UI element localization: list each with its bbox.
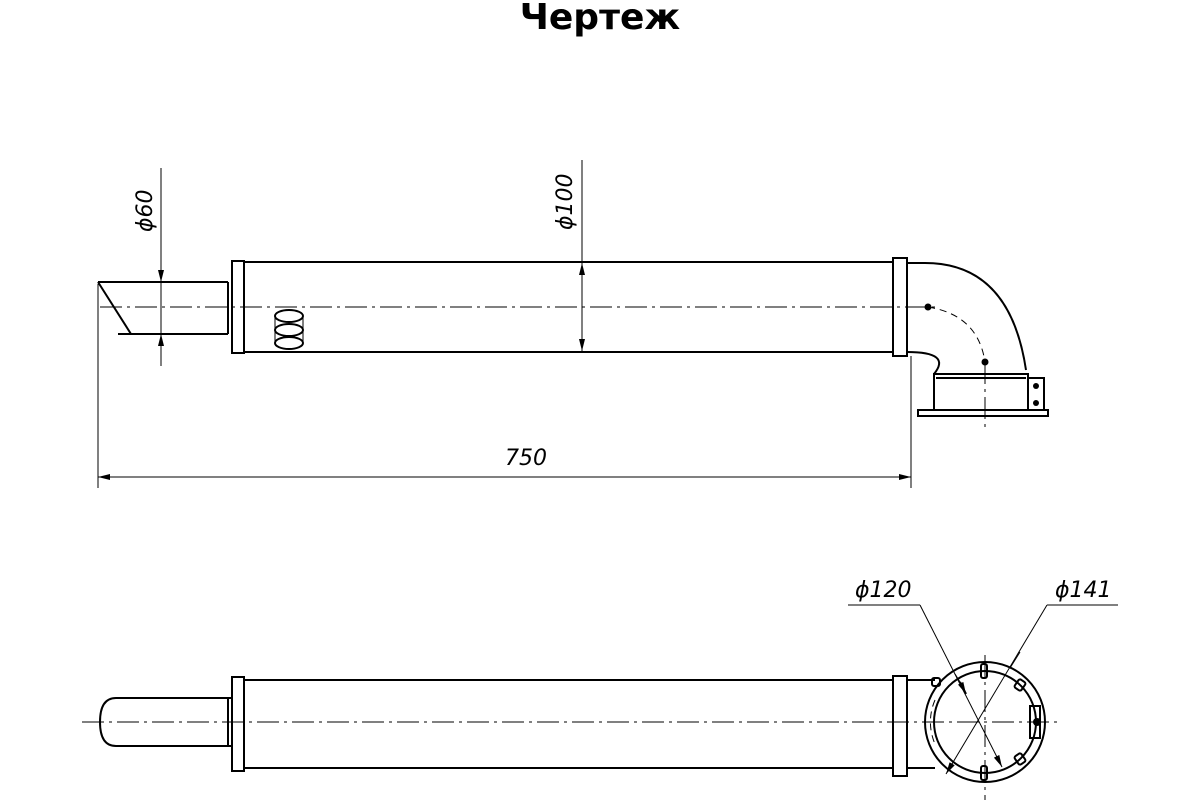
- top-view: ϕ120 ϕ141: [82, 578, 1118, 800]
- outlet-bolts: [931, 663, 1041, 781]
- elbow-outer: [907, 262, 1027, 371]
- dimension-d100: ϕ100: [553, 160, 585, 351]
- dimension-d141-label: ϕ141: [1055, 578, 1112, 603]
- top-main-tube: [244, 679, 893, 769]
- dimension-d100-label: ϕ100: [553, 173, 578, 230]
- elbow-inner: [906, 351, 941, 375]
- dimension-d60-label: ϕ60: [133, 189, 158, 232]
- corrugation-detail: [274, 309, 304, 350]
- top-right-flange: [892, 675, 908, 777]
- outlet-base-plate: [917, 409, 1049, 417]
- page-title: Чертеж: [519, 0, 681, 38]
- dimension-d141: ϕ141: [945, 578, 1118, 775]
- main-tube: [244, 261, 893, 353]
- left-flange: [231, 260, 245, 354]
- top-inlet-pipe: [98, 697, 232, 747]
- dimension-d60: ϕ60: [133, 168, 164, 366]
- top-left-flange: [231, 676, 245, 772]
- dimension-750-label: 750: [505, 446, 547, 471]
- dimension-d120-label: ϕ120: [855, 578, 912, 603]
- outlet-socket: [933, 373, 1029, 411]
- dimension-750: 750: [97, 284, 912, 488]
- elbow-center: [927, 306, 986, 363]
- side-view: ϕ60 ϕ100 750: [97, 160, 1049, 488]
- right-flange: [892, 257, 908, 357]
- inlet-pipe: [97, 281, 228, 335]
- dimension-d120: ϕ120: [848, 578, 1003, 768]
